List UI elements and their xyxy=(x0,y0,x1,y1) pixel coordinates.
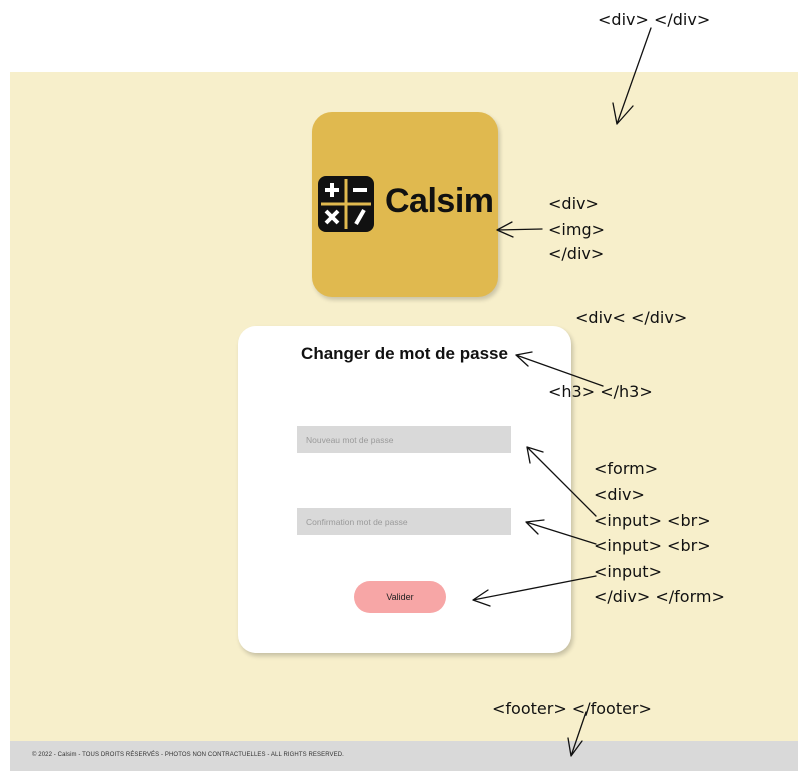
arrow-input-2 xyxy=(525,519,597,545)
footer-text: © 2022 - Calsim - TOUS DROITS RÉSERVÉS -… xyxy=(32,752,344,758)
logo-text: Calsim xyxy=(385,182,494,220)
submit-button[interactable]: Valider xyxy=(354,581,446,613)
form-title: Changer de mot de passe xyxy=(301,344,508,363)
arrow-input-1 xyxy=(526,446,597,517)
annotation-logo-div-close: </div> xyxy=(548,244,605,263)
annotation-card-div: <div< </div> xyxy=(575,308,688,327)
calculator-icon xyxy=(318,176,374,232)
arrow-logo xyxy=(496,221,543,238)
annotation-logo-img: <img> xyxy=(548,220,605,239)
arrow-title xyxy=(515,351,604,387)
annotation-form-open: <form> xyxy=(594,459,659,478)
annotation-form-close: </div> </form> xyxy=(594,587,725,606)
annotation-logo-div-open: <div> xyxy=(548,194,599,213)
annotation-input-3: <input> xyxy=(594,562,662,581)
arrow-input-3 xyxy=(472,575,597,607)
annotation-footer: <footer> </footer> xyxy=(492,699,652,718)
arrow-container xyxy=(612,27,652,125)
arrow-footer xyxy=(567,711,587,757)
annotation-input-1: <input> <br> xyxy=(594,511,711,530)
annotation-container-div: <div> </div> xyxy=(598,10,711,29)
annotation-input-2: <input> <br> xyxy=(594,536,711,555)
footer xyxy=(10,741,798,771)
annotation-title-h3: <h3> </h3> xyxy=(548,382,653,401)
new-password-input[interactable] xyxy=(297,426,511,453)
confirm-password-input[interactable] xyxy=(297,508,511,535)
annotation-form-div: <div> xyxy=(594,485,645,504)
